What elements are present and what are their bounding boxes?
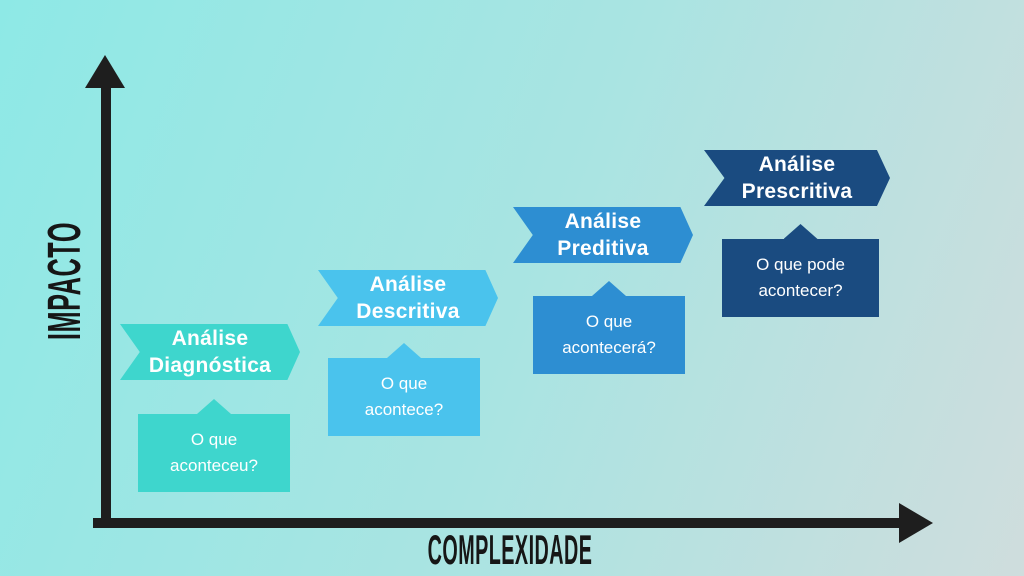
bubble-box: O que aconteceu? bbox=[138, 414, 290, 492]
banner-title-line2: Preditiva bbox=[557, 237, 649, 260]
bubble-pointer-icon bbox=[592, 281, 626, 296]
banner-title-line2: Prescritiva bbox=[741, 180, 853, 203]
bubble-text-line2: acontecer? bbox=[758, 281, 843, 300]
banner-analise-descritiva: Análise Descritiva bbox=[318, 270, 498, 326]
x-axis-line bbox=[93, 518, 903, 528]
bubble-text-line1: O que pode bbox=[756, 255, 845, 274]
bubble-descritiva: O que acontece? bbox=[328, 343, 480, 436]
x-axis-label: COMPLEXIDADE bbox=[427, 526, 593, 573]
bubble-diagnostica: O que aconteceu? bbox=[138, 399, 290, 492]
bubble-preditiva: O que acontecerá? bbox=[533, 281, 685, 374]
banner-analise-preditiva: Análise Preditiva bbox=[513, 207, 693, 263]
bubble-pointer-icon bbox=[197, 399, 231, 414]
bubble-pointer-icon bbox=[387, 343, 421, 358]
banner-title-line1: Análise bbox=[369, 273, 447, 296]
bubble-box: O que acontecerá? bbox=[533, 296, 685, 374]
bubble-prescritiva: O que pode acontecer? bbox=[722, 224, 879, 317]
y-axis-label: IMPACTO bbox=[38, 221, 90, 341]
y-axis-arrowhead-icon bbox=[85, 55, 125, 88]
bubble-pointer-icon bbox=[783, 224, 818, 239]
bubble-text-line2: aconteceu? bbox=[170, 456, 258, 475]
banner-title-line1: Análise bbox=[564, 210, 642, 233]
bubble-text-line1: O que bbox=[190, 430, 238, 449]
banner-title-line2: Descritiva bbox=[356, 300, 460, 323]
x-axis-arrowhead-icon bbox=[899, 503, 933, 543]
banner-title-line1: Análise bbox=[171, 327, 249, 350]
bubble-text-line1: O que bbox=[585, 312, 633, 331]
bubble-text-line2: acontecerá? bbox=[562, 338, 656, 357]
bubble-box: O que pode acontecer? bbox=[722, 239, 879, 317]
y-axis-line bbox=[101, 78, 111, 528]
banner-analise-diagnostica: Análise Diagnóstica bbox=[120, 324, 300, 380]
banner-title-line1: Análise bbox=[758, 153, 836, 176]
bubble-text-line2: acontece? bbox=[364, 400, 444, 419]
banner-title-line2: Diagnóstica bbox=[148, 354, 272, 377]
banner-analise-prescritiva: Análise Prescritiva bbox=[704, 150, 890, 206]
bubble-box: O que acontece? bbox=[328, 358, 480, 436]
bubble-text-line1: O que bbox=[380, 374, 428, 393]
